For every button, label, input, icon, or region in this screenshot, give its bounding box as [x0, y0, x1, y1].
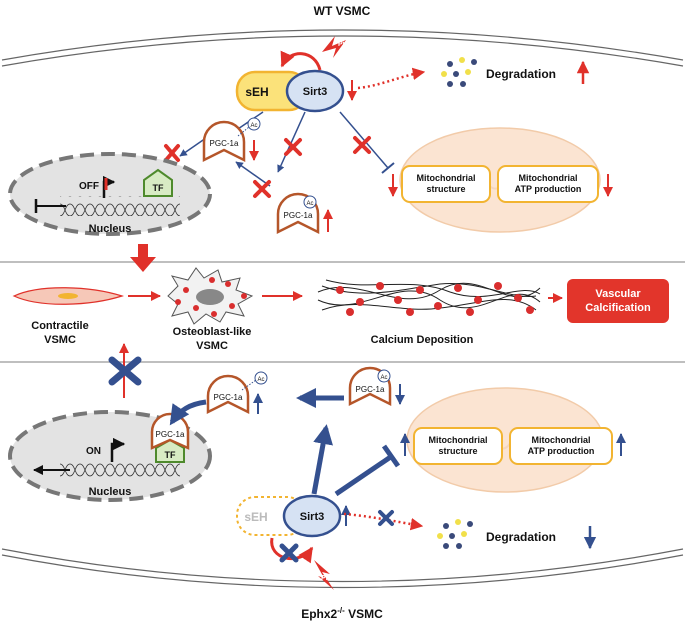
- top-pgc-deacetylated: PGC-1a Ac: [276, 192, 320, 235]
- bottom-sirt3-inhibit-mito: [334, 453, 394, 497]
- top-mito-structure-box: [401, 165, 491, 203]
- bottom-title: Ephx2-/- VSMC: [301, 606, 383, 621]
- top-pi-label: Pi: [338, 41, 345, 48]
- top-pgc-deacetylated-label: PGC-1a: [284, 211, 313, 220]
- bottom-pgc-to-nucleus-arrow: [169, 399, 207, 426]
- top-title: WT VSMC: [314, 4, 371, 18]
- bottom-on-label: ON: [86, 446, 101, 457]
- osteoblast-like-cell: [167, 267, 254, 325]
- vascular-calcification-box: [567, 279, 669, 323]
- top-phospho-arrow: [280, 50, 322, 71]
- bottom-pgc-deacetylated-label: PGC-1a: [214, 393, 243, 402]
- top-pgc-to-nucleus-arrow: [179, 137, 207, 157]
- contractile-vsmc-cell: [12, 287, 125, 305]
- top-block-x-4: [253, 180, 271, 198]
- bottom-seh-label: sEH: [244, 510, 267, 524]
- bottom-sirt3-to-pgc-arrow: [311, 424, 333, 495]
- top-promoter-arrow: [102, 175, 116, 198]
- top-sirt3-ellipse: [285, 69, 345, 113]
- bottom-pgc-deacetylated-ac: Ac: [257, 377, 264, 383]
- bottom-cell-membrane: [1, 548, 684, 589]
- top-degradation-fragments: [441, 57, 477, 87]
- top-pgc-deac-to-pgc-arrow: [235, 161, 271, 187]
- bottom-pgc-acetylated: PGC-1a Ac: [348, 366, 392, 407]
- top-pgc-acetylated-label: PGC-1a: [210, 139, 239, 148]
- top-degradation-label: Degradation: [486, 67, 556, 81]
- top-seh-sirt3-complex: sEH Sirt3: [235, 69, 345, 113]
- bottom-nucleus: ON TF PGC-1a: [8, 410, 212, 502]
- bottom-mito-structure-box: [413, 427, 503, 465]
- bottom-tf-label: TF: [165, 450, 176, 460]
- top-to-middle-arrow: [130, 244, 156, 272]
- top-pgc-acetylated-ac: Ac: [250, 123, 257, 129]
- top-degradation-dotted-arrow: [357, 67, 426, 90]
- calcium-fibers: [317, 279, 541, 316]
- bottom-phosphate-bolt: Pi: [314, 560, 334, 590]
- bottom-degradation-label: Degradation: [486, 530, 556, 544]
- bottom-pgc-acetylated-label: PGC-1a: [356, 385, 385, 394]
- top-block-x-3: [353, 136, 371, 154]
- top-mito-atp-box: [497, 165, 599, 203]
- top-block-x-1: [164, 144, 180, 162]
- bottom-phospho-block-x: [279, 543, 299, 563]
- top-tf-label: TF: [153, 183, 164, 193]
- top-cell-membrane: [1, 29, 684, 67]
- top-inhibit-to-mito: [339, 111, 389, 169]
- top-tf-box: [143, 168, 173, 197]
- bottom-pi-label: Pi: [321, 575, 328, 582]
- bottom-promoter-arrow: [110, 437, 126, 462]
- calcium-deposition-label: Calcium Deposition: [371, 334, 474, 346]
- bottom-nucleus-pgc-label: PGC-1a: [156, 430, 185, 439]
- bottom-pgc-acetylated-ac: Ac: [380, 375, 387, 381]
- top-pgc-deacetylated-ac: Ac: [306, 201, 313, 207]
- bottom-mito-atp-box: [509, 427, 613, 465]
- top-nucleus: OFF TF: [8, 152, 212, 236]
- bottom-nucleus-label: Nucleus: [89, 486, 132, 498]
- top-pgc-acetylated: PGC-1a Ac: [202, 117, 261, 163]
- bottom-big-block-x: [108, 356, 142, 386]
- bottom-degradation-fragments: [437, 519, 473, 549]
- bottom-sirt3-ellipse: [282, 494, 342, 538]
- top-arrow-to-pgc-deacetylated: [277, 111, 306, 173]
- bottom-seh-sirt3-complex: sEH Sirt3: [236, 494, 342, 538]
- top-inhibit-bar: [381, 162, 395, 174]
- top-nucleus-label: Nucleus: [89, 223, 132, 235]
- bottom-sirt3-label: Sirt3: [300, 511, 324, 523]
- bottom-dna-helix: [60, 460, 180, 480]
- top-phosphate-bolt: Pi: [322, 36, 346, 58]
- top-seh-label: sEH: [245, 85, 268, 99]
- top-block-x-2: [284, 138, 302, 156]
- top-off-label: OFF: [79, 181, 99, 192]
- top-sirt3-label: Sirt3: [303, 86, 327, 98]
- bottom-inhibit-bar: [381, 444, 401, 468]
- top-dna-helix: [60, 196, 180, 216]
- bottom-pgc-deacetylated: PGC-1a Ac: [206, 371, 268, 415]
- bottom-degradation-block-x: [378, 510, 394, 526]
